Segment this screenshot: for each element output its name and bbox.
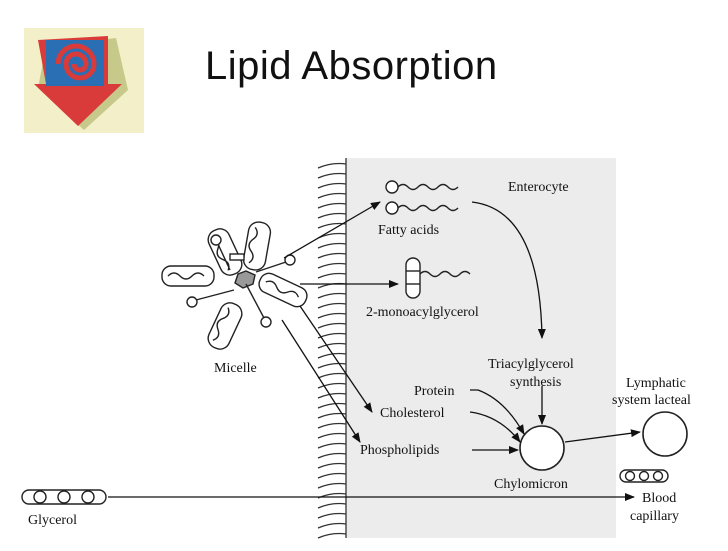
- enterocyte-label: Enterocyte: [508, 180, 569, 195]
- triacylglycerol-label-line1: Triacylglycerol: [488, 357, 574, 372]
- monoacylglycerol-molecule: [405, 257, 471, 299]
- blood-glycerol-molecule: [619, 469, 669, 483]
- phospholipids-label: Phospholipids: [360, 443, 439, 458]
- chylomicron-label: Chylomicron: [494, 477, 568, 492]
- blood-label-line2: capillary: [630, 509, 679, 524]
- pathway-arrows: [108, 201, 641, 501]
- lymphatic-lacteal-vessel: [642, 411, 688, 457]
- glycerol-molecule: [21, 489, 107, 505]
- micelle-label: Micelle: [214, 361, 257, 376]
- protein-label: Protein: [414, 384, 454, 399]
- fatty-acid-molecules: [385, 180, 459, 215]
- monoacylglycerol-label: 2-monoacylglycerol: [366, 305, 479, 320]
- triacylglycerol-label-line2: synthesis: [510, 375, 561, 390]
- microvilli-border: [317, 158, 347, 539]
- lymphatic-label-line1: Lymphatic: [626, 376, 686, 391]
- slide-title: Lipid Absorption: [205, 44, 498, 88]
- lipid-absorption-diagram: Enterocyte Fatty acids 2-monoacylglycero…: [0, 150, 728, 551]
- chylomicron-particle: [519, 425, 565, 471]
- enterocyte-cell: [346, 158, 616, 538]
- blood-label-line1: Blood: [642, 491, 676, 506]
- cholesterol-label: Cholesterol: [380, 406, 445, 421]
- spiral-down-arrow-logo-icon: [24, 28, 144, 133]
- glycerol-label: Glycerol: [28, 513, 77, 528]
- lymphatic-label-line2: system lacteal: [612, 393, 691, 408]
- fatty-acids-label: Fatty acids: [378, 223, 439, 238]
- logo: [24, 28, 144, 138]
- micelle-icon: [161, 221, 308, 350]
